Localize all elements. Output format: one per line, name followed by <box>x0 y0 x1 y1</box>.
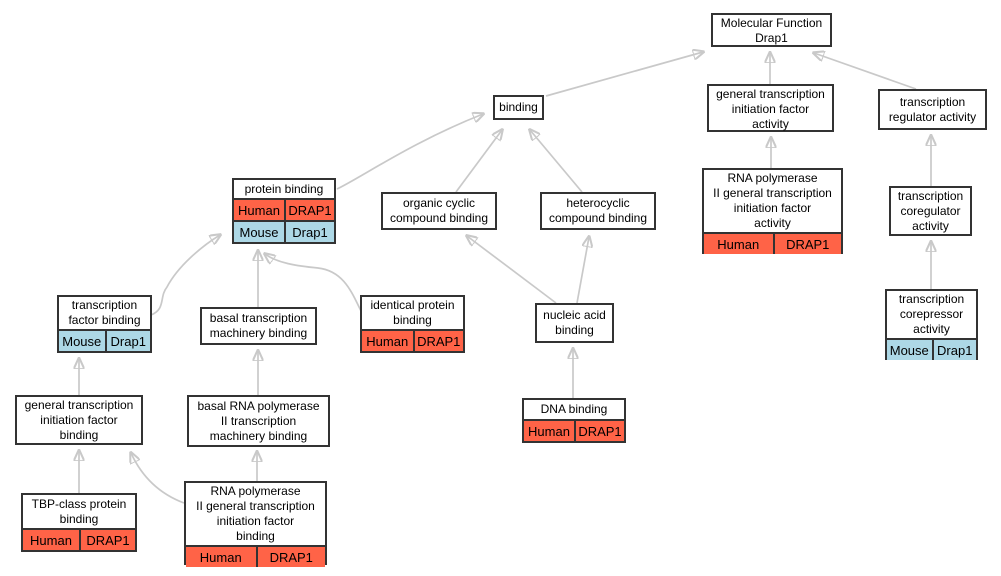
node-label: DNA binding <box>540 402 608 416</box>
annotation-row-human: Human DRAP1 <box>704 232 841 254</box>
node-nucleic-acid-binding[interactable]: nucleic acid binding <box>535 303 614 343</box>
node-label: organic cyclic compound binding <box>389 196 489 225</box>
edge-transcription-regulator-activity-to-molecular-function-drap1 <box>814 53 917 90</box>
node-label: basal RNA polymerase II transcription ma… <box>197 398 320 443</box>
node-label: TBP-class protein binding <box>31 496 127 526</box>
node-heterocyclic-compound-binding[interactable]: heterocyclic compound binding <box>540 192 656 230</box>
edge-protein-binding-to-binding <box>336 114 483 190</box>
node-dna-binding[interactable]: DNA binding Human DRAP1 <box>522 398 626 443</box>
gene-cell: DRAP1 <box>284 200 334 220</box>
annotation-row-human: Human DRAP1 <box>186 545 325 567</box>
node-general-transcription-initiation-factor-activity[interactable]: general transcription initiation factor … <box>707 84 834 132</box>
node-label: RNA polymerase II general transcription … <box>196 484 315 543</box>
organism-cell: Human <box>238 202 280 218</box>
edge-nucleic-acid-binding-to-heterocyclic <box>576 237 589 304</box>
organism-cell: Mouse <box>239 224 279 240</box>
node-protein-binding[interactable]: protein binding Human DRAP1 Mouse Drap1 <box>232 178 336 244</box>
node-label: protein binding <box>244 181 324 196</box>
edge-identical-protein-binding-to-protein-binding <box>265 254 362 312</box>
node-label: basal transcription machinery binding <box>209 311 308 340</box>
node-binding[interactable]: binding <box>493 95 544 120</box>
annotation-row-human: Human DRAP1 <box>362 329 463 351</box>
node-transcription-regulator-activity[interactable]: transcription regulator activity <box>878 89 987 130</box>
node-basal-rna-polymerase-ii-transcription-machinery-binding[interactable]: basal RNA polymerase II transcription ma… <box>187 395 330 447</box>
node-transcription-corepressor-activity[interactable]: transcription corepressor activity Mouse… <box>885 289 978 360</box>
node-rna-polymerase-ii-general-transcription-initiation-factor-binding[interactable]: RNA polymerase II general transcription … <box>184 481 327 567</box>
edge-binding-to-molecular-function-drap1 <box>545 52 703 97</box>
node-label: nucleic acid binding <box>543 308 606 337</box>
organism-cell: Mouse <box>62 333 102 349</box>
node-label: transcription coregulator activity <box>897 189 964 233</box>
node-label: general transcription initiation factor … <box>24 398 134 442</box>
gene-cell: Drap1 <box>284 222 334 242</box>
organism-cell: Human <box>528 423 570 439</box>
annotation-row-mouse: Mouse Drap1 <box>59 329 150 351</box>
edge-organic-cyclic-compound-binding-to-binding <box>455 130 502 193</box>
node-transcription-coregulator-activity[interactable]: transcription coregulator activity <box>889 186 972 236</box>
node-label: transcription regulator activity <box>888 94 977 124</box>
node-label: Molecular Function Drap1 <box>720 16 823 45</box>
node-label: general transcription initiation factor … <box>716 87 825 131</box>
node-transcription-factor-binding[interactable]: transcription factor binding Mouse Drap1 <box>57 295 152 353</box>
annotation-row-mouse: Mouse Drap1 <box>234 220 334 242</box>
organism-cell: Human <box>30 532 72 548</box>
annotation-row-mouse: Mouse Drap1 <box>887 338 976 360</box>
organism-cell: Human <box>717 236 760 252</box>
node-label: heterocyclic compound binding <box>548 196 648 225</box>
gene-cell: DRAP1 <box>79 530 135 550</box>
node-identical-protein-binding[interactable]: identical protein binding Human DRAP1 <box>360 295 465 353</box>
node-general-transcription-initiation-factor-binding[interactable]: general transcription initiation factor … <box>15 395 143 445</box>
node-molecular-function-drap1[interactable]: Molecular Function Drap1 <box>711 13 832 47</box>
annotation-row-human: Human DRAP1 <box>524 419 624 441</box>
annotation-row-human: Human DRAP1 <box>23 528 135 550</box>
organism-cell: Mouse <box>889 342 929 358</box>
edge-rnap2-gtif-binding-to-gtif-binding <box>131 453 185 504</box>
annotation-row-human: Human DRAP1 <box>234 198 334 220</box>
gene-cell: Drap1 <box>931 340 977 360</box>
gene-cell: DRAP1 <box>574 421 624 441</box>
node-label: identical protein binding <box>370 298 455 327</box>
node-label: RNA polymerase II general transcription … <box>713 171 832 230</box>
edge-heterocyclic-compound-binding-to-binding <box>530 130 583 193</box>
node-tbp-class-protein-binding[interactable]: TBP-class protein binding Human DRAP1 <box>21 493 137 552</box>
gene-cell: Drap1 <box>104 331 151 351</box>
node-label: transcription factor binding <box>68 298 141 327</box>
gene-cell: DRAP1 <box>412 331 464 351</box>
node-rna-polymerase-ii-general-transcription-initiation-factor-activity[interactable]: RNA polymerase II general transcription … <box>702 168 843 254</box>
node-label: binding <box>499 100 538 114</box>
organism-cell: Human <box>366 333 409 349</box>
gene-cell: DRAP1 <box>255 547 326 567</box>
organism-cell: Human <box>199 549 242 565</box>
edge-transcription-factor-binding-to-protein-binding <box>150 235 220 316</box>
edge-nucleic-acid-binding-to-organic-cyclic <box>467 236 557 304</box>
gene-cell: DRAP1 <box>772 234 842 254</box>
node-basal-transcription-machinery-binding[interactable]: basal transcription machinery binding <box>200 307 317 345</box>
node-label: transcription corepressor activity <box>898 292 965 336</box>
node-organic-cyclic-compound-binding[interactable]: organic cyclic compound binding <box>381 192 497 230</box>
